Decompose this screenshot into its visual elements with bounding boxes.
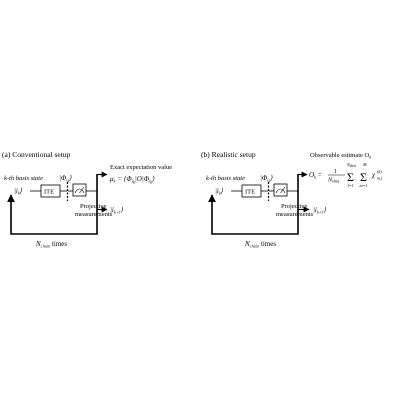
panel-a: (a) Conventional setup k-th basis state … xyxy=(2,150,172,249)
formula-frac-num: 1 xyxy=(334,169,337,175)
panel-b-estimate-formula: Ok = 1 Nshot Nshot Σ l=1 M Σ m=1 χ (k) m… xyxy=(309,162,383,188)
panel-b-input-ket: |ik⟩ xyxy=(215,187,224,196)
panel-a-ite-label: ITE xyxy=(44,189,54,196)
sum1-bottom: l=1 xyxy=(348,183,354,188)
panel-b-measurement-icon xyxy=(273,183,288,197)
sum1-top: Nshot xyxy=(346,162,357,168)
sum2-sigma: Σ xyxy=(360,170,367,184)
panel-b-basis-label: k-th basis state xyxy=(206,175,245,182)
panel-b-phi-ket: |Φik⟩ xyxy=(260,174,273,184)
panel-b-projective-line2: measurements xyxy=(276,211,314,218)
panel-a-expectation-formula: μk = ⟨Φik|O|Φik⟩ xyxy=(110,175,155,185)
panel-a-phi-ket: |Φik⟩ xyxy=(59,174,72,184)
formula-chi-sup: (k) xyxy=(377,169,382,174)
panel-b-observable-title: Observable estimate Ok xyxy=(310,152,371,160)
panel-a-input-ket: |ik⟩ xyxy=(14,187,23,196)
panel-b-feedback-loop xyxy=(208,194,299,235)
panel-b-output-ket: |ik+1⟩ xyxy=(313,206,327,215)
panel-a-feedback-loop xyxy=(7,194,98,235)
panel-b: (b) Realistic setup Observable estimate … xyxy=(201,150,383,249)
sum2-bottom: m=1 xyxy=(360,183,368,188)
formula-chi: χ xyxy=(371,171,376,179)
sum1-sigma: Σ xyxy=(347,170,354,184)
panel-b-projective-line1: Projective xyxy=(281,203,307,210)
panel-a-title: (a) Conventional setup xyxy=(2,150,71,159)
panel-b-ite-label: ITE xyxy=(245,189,255,196)
panel-a-loop-label: Nchain times xyxy=(35,240,67,249)
formula-frac-den: Nshot xyxy=(327,178,340,184)
panel-a-projective-line1: Projective xyxy=(80,203,106,210)
panel-a-measurement-icon xyxy=(72,183,87,197)
panel-b-loop-label: Nchain times xyxy=(244,240,276,249)
panel-a-output-ket: |ik+1⟩ xyxy=(110,206,124,215)
panel-a-expectation-title: Exact expectation value xyxy=(110,164,172,171)
panel-a-projective-line2: measurements xyxy=(75,211,113,218)
sum2-top: M xyxy=(362,162,367,167)
formula-chi-sub: m,l xyxy=(377,176,383,182)
panel-a-basis-label: k-th basis state xyxy=(4,175,43,182)
formula-lhs: Ok = xyxy=(309,171,322,180)
panel-b-title: (b) Realistic setup xyxy=(201,150,256,159)
